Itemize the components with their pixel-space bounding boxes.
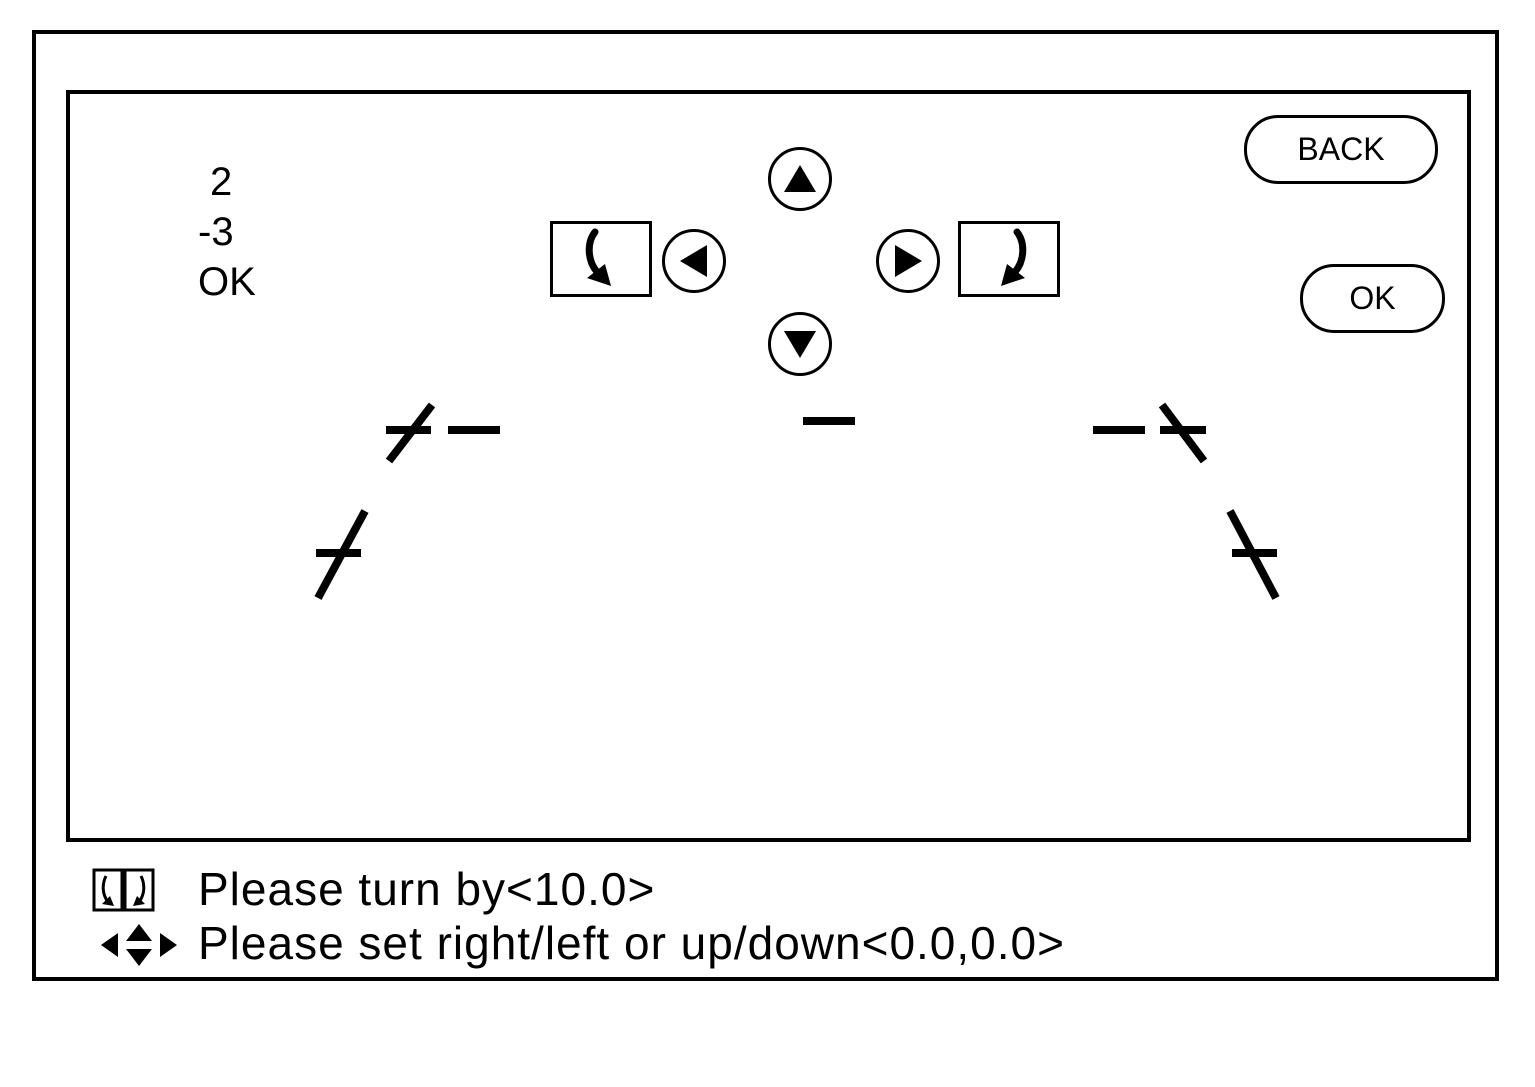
rotate-clockwise-icon: [1001, 228, 1027, 286]
right-button[interactable]: [876, 229, 940, 293]
ok-button[interactable]: OK: [1300, 264, 1445, 333]
up-triangle-icon: [784, 165, 816, 192]
rotate-pair-icon: [92, 868, 155, 912]
device-frame: [32, 30, 1499, 981]
back-button[interactable]: BACK: [1244, 115, 1438, 184]
right-triangle-icon: [895, 245, 922, 277]
readout-value-2: -3: [198, 210, 234, 254]
turn-instruction: Please turn by<10.0>: [198, 863, 656, 915]
down-button[interactable]: [768, 312, 832, 376]
rotate-counterclockwise-icon: [585, 228, 611, 286]
set-instruction: Please set right/left or up/down<0.0,0.0…: [198, 917, 1065, 969]
up-button[interactable]: [768, 147, 832, 211]
rotate-right-button[interactable]: [958, 221, 1060, 297]
rotate-left-button[interactable]: [550, 221, 652, 297]
arrows-cross-icon: [101, 924, 177, 966]
camera-view: [66, 90, 1471, 842]
left-button[interactable]: [662, 229, 726, 293]
down-triangle-icon: [784, 331, 816, 358]
left-triangle-icon: [680, 245, 707, 277]
readout-value-1: 2: [210, 160, 233, 204]
readout-status: OK: [198, 260, 256, 304]
